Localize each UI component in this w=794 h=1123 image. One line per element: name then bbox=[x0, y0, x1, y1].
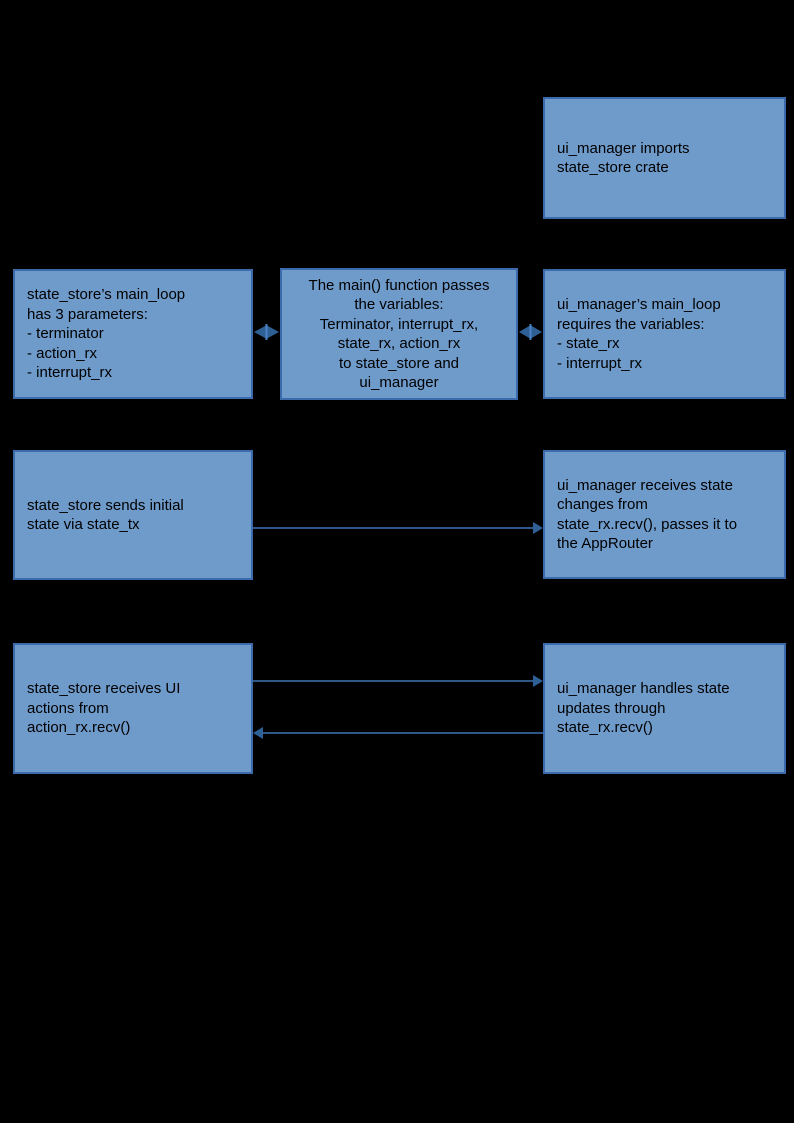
node-ui-manager-imports: ui_manager imports state_store crate bbox=[543, 97, 786, 219]
node-label: ui_manager imports state_store crate bbox=[557, 139, 690, 177]
double-arrow-params-main bbox=[254, 324, 279, 340]
node-label: ui_manager receives state changes from s… bbox=[557, 476, 738, 553]
node-ui-manager-requires: ui_manager’s main_loop requires the vari… bbox=[543, 269, 786, 399]
arrow-initial-state bbox=[253, 522, 543, 534]
node-main-passes-variables: The main() function passes the variables… bbox=[280, 268, 518, 400]
node-label: ui_manager’s main_loop requires the vari… bbox=[557, 296, 721, 372]
double-arrow-main-requires bbox=[519, 324, 542, 340]
node-state-store-params: state_store’s main_loop has 3 parameters… bbox=[13, 269, 253, 399]
arrow-actions-updates bbox=[253, 675, 543, 687]
node-label: ui_manager handles state updates through… bbox=[557, 680, 730, 737]
arrow-updates-actions bbox=[253, 727, 543, 739]
node-ui-manager-handles-updates: ui_manager handles state updates through… bbox=[543, 643, 786, 774]
node-state-store-sends-initial: state_store sends initial state via stat… bbox=[13, 450, 253, 580]
node-label: state_store’s main_loop has 3 parameters… bbox=[27, 286, 186, 382]
node-label: state_store receives UI actions from act… bbox=[27, 680, 181, 737]
node-ui-manager-receives-state: ui_manager receives state changes from s… bbox=[543, 450, 786, 579]
node-label: The main() function passes the variables… bbox=[308, 276, 490, 392]
node-state-store-receives-actions: state_store receives UI actions from act… bbox=[13, 643, 253, 774]
node-label: state_store sends initial state via stat… bbox=[27, 496, 184, 534]
